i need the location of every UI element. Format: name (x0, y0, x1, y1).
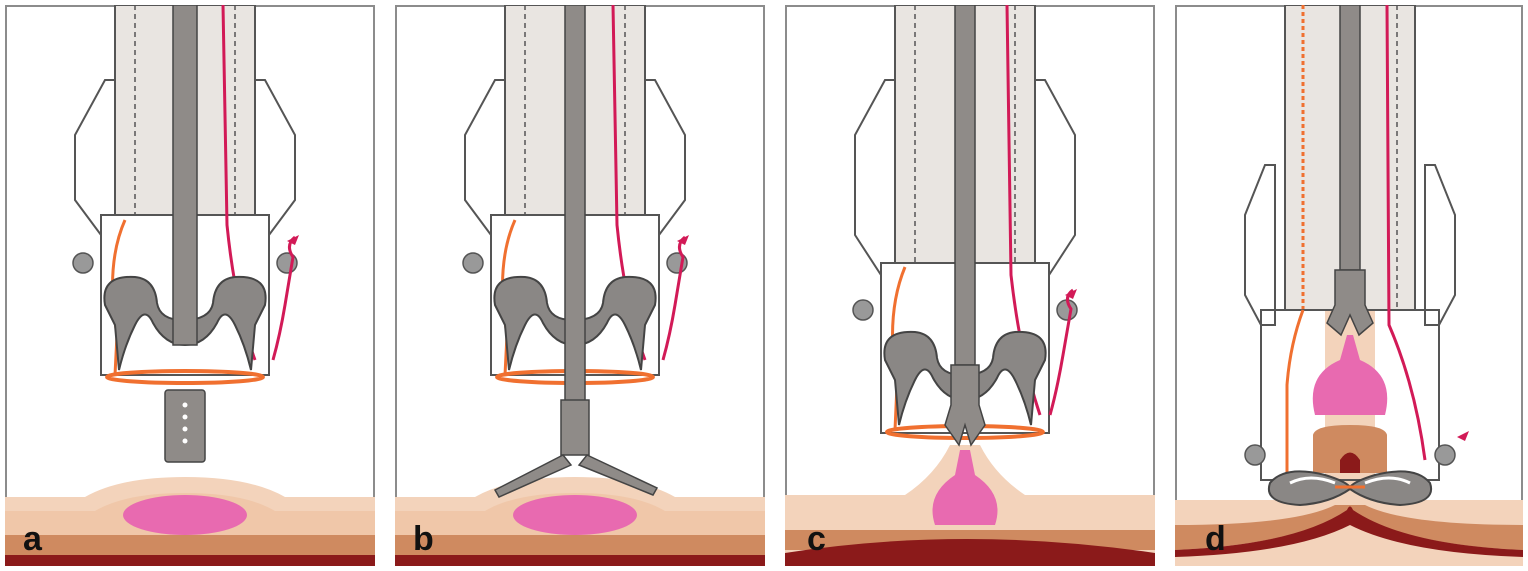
cap-knob-left (1245, 445, 1265, 465)
lesion (123, 495, 247, 535)
panel-label: b (413, 520, 434, 558)
panel-c: c (785, 5, 1155, 566)
panel-label: a (23, 520, 43, 558)
panel-d: d (1175, 5, 1523, 566)
cap-knob-left (463, 253, 483, 273)
panel-b: b (395, 5, 765, 566)
screw-shaft (173, 5, 197, 345)
cap-knob-left (73, 253, 93, 273)
screw-shaft (1340, 5, 1360, 270)
cap-knob-left (853, 300, 873, 320)
panel-label: c (807, 520, 826, 558)
screw-shaft (955, 5, 975, 365)
panel-a: a (5, 5, 375, 566)
tissue-anchor (165, 390, 205, 462)
screw-shaft (565, 5, 585, 403)
grasper-body (561, 400, 589, 455)
cap-knob-right (1435, 445, 1455, 465)
panel-label: d (1205, 520, 1226, 558)
lesion (513, 495, 637, 535)
